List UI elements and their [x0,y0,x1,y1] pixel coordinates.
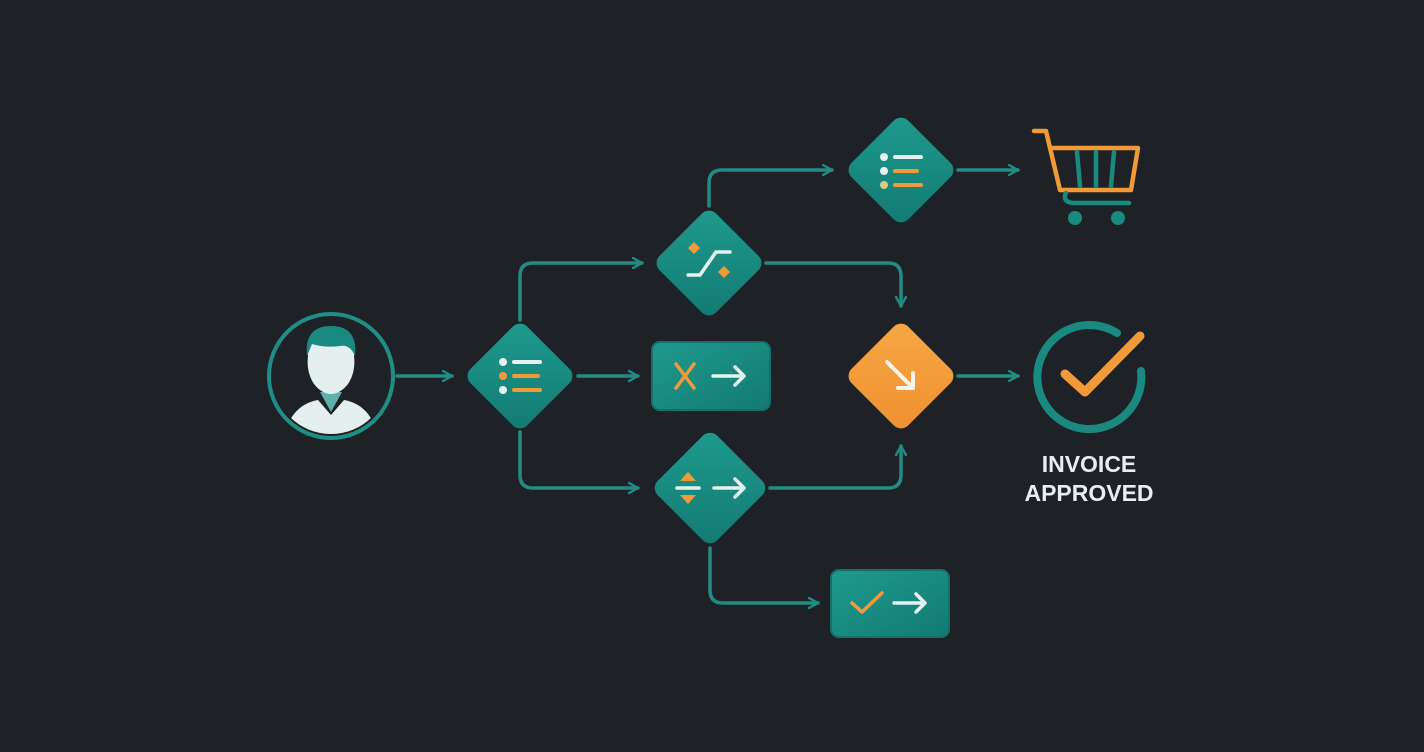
switch-icon [686,242,732,278]
approved-label-line1: INVOICE [1042,451,1137,477]
connector-start-to-upper [518,263,644,322]
check-arrow-icon [850,591,927,614]
approved-label-line2: APPROVED [1024,480,1153,506]
connector-lower-to-approve [708,546,820,603]
check-circle-icon [1033,321,1146,434]
merge-decision-node[interactable] [844,319,957,432]
arrow-down-right-icon [885,360,915,390]
top-decision-node[interactable] [844,113,957,226]
shopping-cart-icon[interactable] [1031,128,1141,225]
connector-upper-to-merge [764,261,901,308]
sort-arrow-icon [675,472,746,504]
connector-start-to-lower [518,430,640,488]
reject-step-node[interactable] [651,341,771,411]
list-icon [880,153,923,189]
lower-decision-node[interactable] [651,429,770,548]
x-arrow-icon [674,362,746,390]
start-decision-node[interactable] [463,319,576,432]
connector-upper-to-top [707,170,834,208]
user-avatar-icon [267,312,395,440]
upper-decision-node[interactable] [652,206,765,319]
list-icon [499,358,542,394]
approve-step-node[interactable] [830,569,950,638]
connector-lower-to-merge [768,444,901,490]
